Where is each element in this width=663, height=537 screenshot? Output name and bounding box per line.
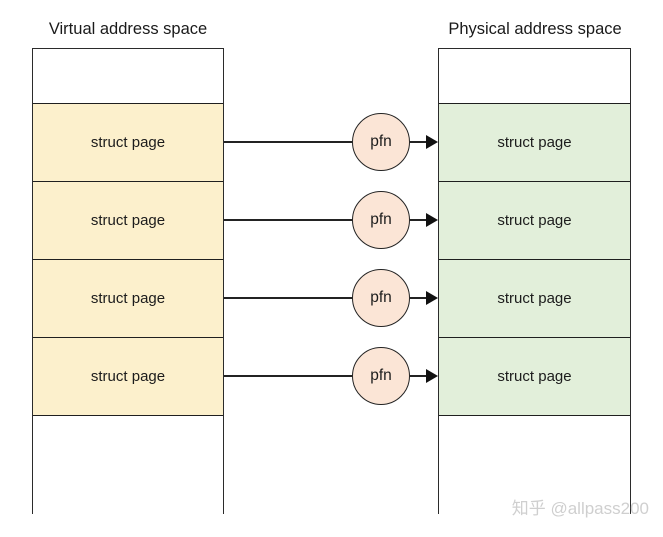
virtual-cell-empty-top [33, 49, 223, 104]
zhihu-watermark: 知乎 @allpass200 [511, 499, 649, 518]
connector-line-right [410, 219, 429, 221]
arrowhead-icon [426, 135, 438, 149]
connector-line-right [410, 297, 429, 299]
physical-struct-page-cell-2: struct page [439, 182, 630, 260]
virtual-address-space-title: Virtual address space [48, 20, 208, 38]
physical-struct-page-cell-4: struct page [439, 338, 630, 416]
virtual-address-space-column: struct page struct page struct page stru… [32, 48, 224, 514]
virtual-struct-page-cell-3: struct page [33, 260, 223, 338]
connector-line-right [410, 375, 429, 377]
connector-line-right [410, 141, 429, 143]
pfn-circle-3: pfn [352, 269, 410, 327]
physical-cell-empty-bottom [439, 416, 630, 514]
physical-struct-page-cell-1: struct page [439, 104, 630, 182]
virtual-struct-page-cell-4: struct page [33, 338, 223, 416]
arrowhead-icon [426, 291, 438, 305]
pfn-circle-1: pfn [352, 113, 410, 171]
pfn-circle-2: pfn [352, 191, 410, 249]
arrowhead-icon [426, 369, 438, 383]
arrowhead-icon [426, 213, 438, 227]
virtual-cell-empty-bottom [33, 416, 223, 514]
physical-cell-empty-top [439, 49, 630, 104]
pfn-circle-4: pfn [352, 347, 410, 405]
connector-line-left [224, 375, 352, 377]
physical-address-space-title: Physical address space [448, 20, 622, 38]
physical-struct-page-cell-3: struct page [439, 260, 630, 338]
connector-line-left [224, 141, 352, 143]
virtual-struct-page-cell-2: struct page [33, 182, 223, 260]
connector-line-left [224, 219, 352, 221]
virtual-struct-page-cell-1: struct page [33, 104, 223, 182]
physical-address-space-column: struct page struct page struct page stru… [438, 48, 631, 514]
connector-line-left [224, 297, 352, 299]
